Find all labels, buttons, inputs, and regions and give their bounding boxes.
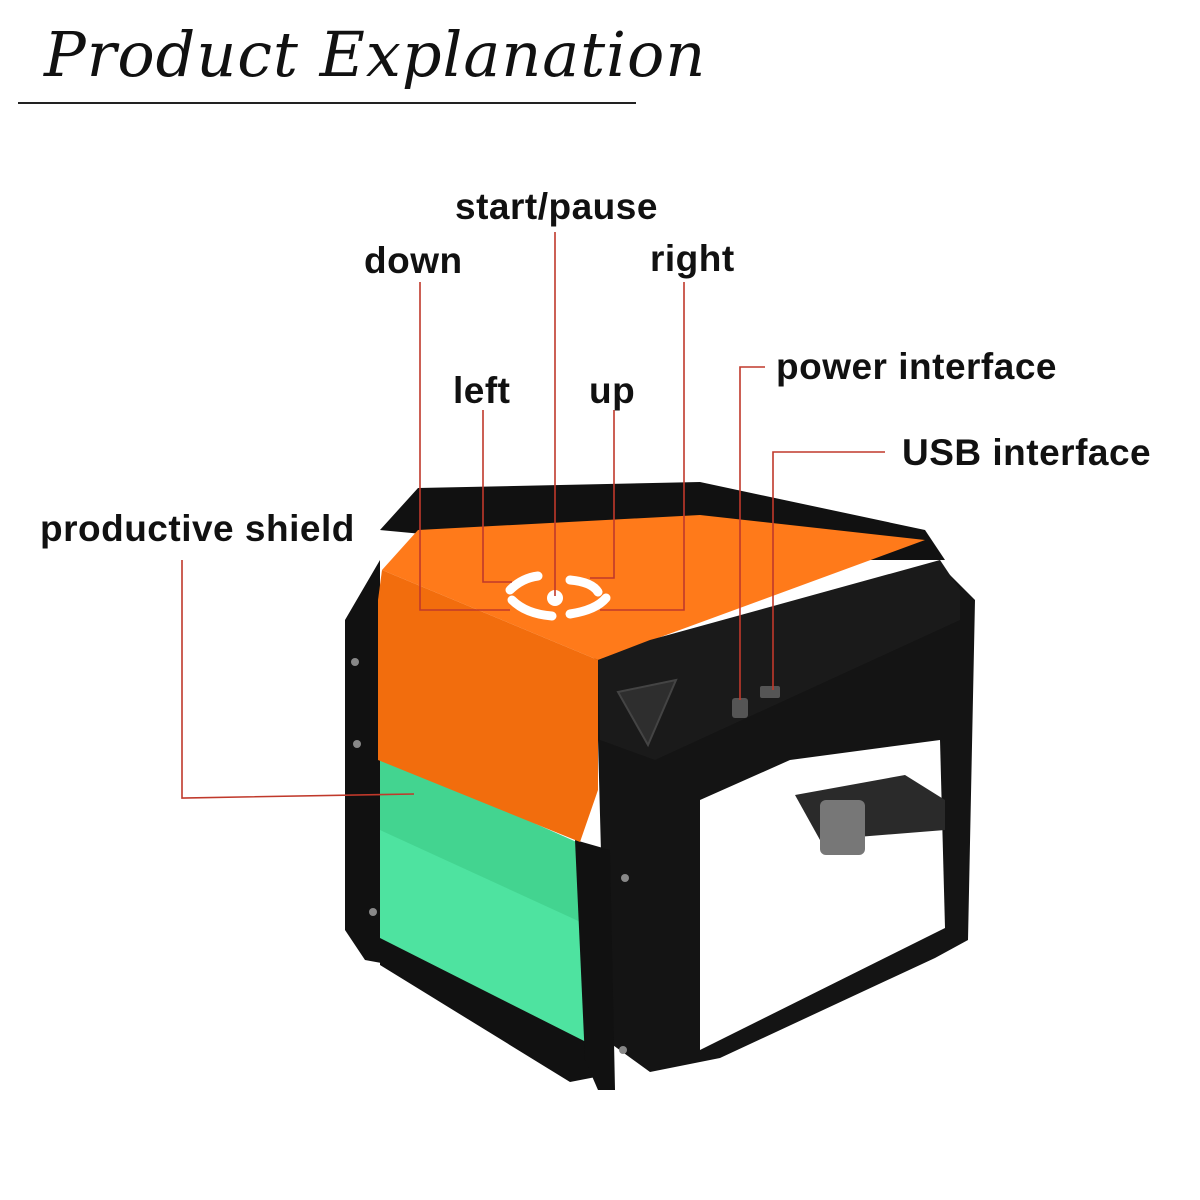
screw [353, 740, 361, 748]
label-start-pause: start/pause [455, 186, 658, 227]
screw [351, 658, 359, 666]
leader-lines [181, 232, 885, 799]
title-underline [18, 102, 636, 104]
label-left: left [453, 370, 511, 411]
right-button [565, 593, 611, 619]
engraver-device [345, 482, 975, 1090]
frame-bottom-front [380, 930, 606, 1082]
label-down: down [364, 240, 463, 281]
label-productive-shield: productive shield [40, 508, 355, 549]
label-right: right [650, 238, 735, 279]
laser-head [820, 800, 865, 855]
front-pillar [575, 840, 615, 1090]
screw [369, 908, 377, 916]
leader-left [482, 410, 512, 583]
leader-power-interface [739, 366, 765, 700]
leader-productive-shield [181, 560, 415, 799]
screw [621, 874, 629, 882]
label-up: up [589, 370, 636, 411]
usb-port [760, 686, 780, 698]
frame-left-side [345, 560, 420, 970]
power-port [732, 698, 748, 718]
up-button [565, 575, 603, 597]
left-button [505, 571, 543, 595]
leader-up [590, 410, 615, 579]
control-buttons [505, 571, 611, 621]
orange-lid-top [382, 515, 925, 660]
page-title: Product Explanation [44, 18, 707, 91]
start-pause-button [547, 590, 563, 606]
label-usb-interface: USB interface [902, 432, 1152, 473]
screw [619, 1046, 627, 1054]
down-button [507, 595, 557, 621]
frame-triangle-detail [616, 678, 678, 748]
orange-lid-front [378, 570, 598, 842]
shield-upper [380, 755, 598, 930]
leader-down [419, 282, 510, 611]
leader-right [600, 282, 685, 611]
leader-usb-interface [772, 451, 885, 690]
frame-top-right-corner [598, 560, 960, 760]
label-power-interface: power interface [776, 346, 1057, 387]
